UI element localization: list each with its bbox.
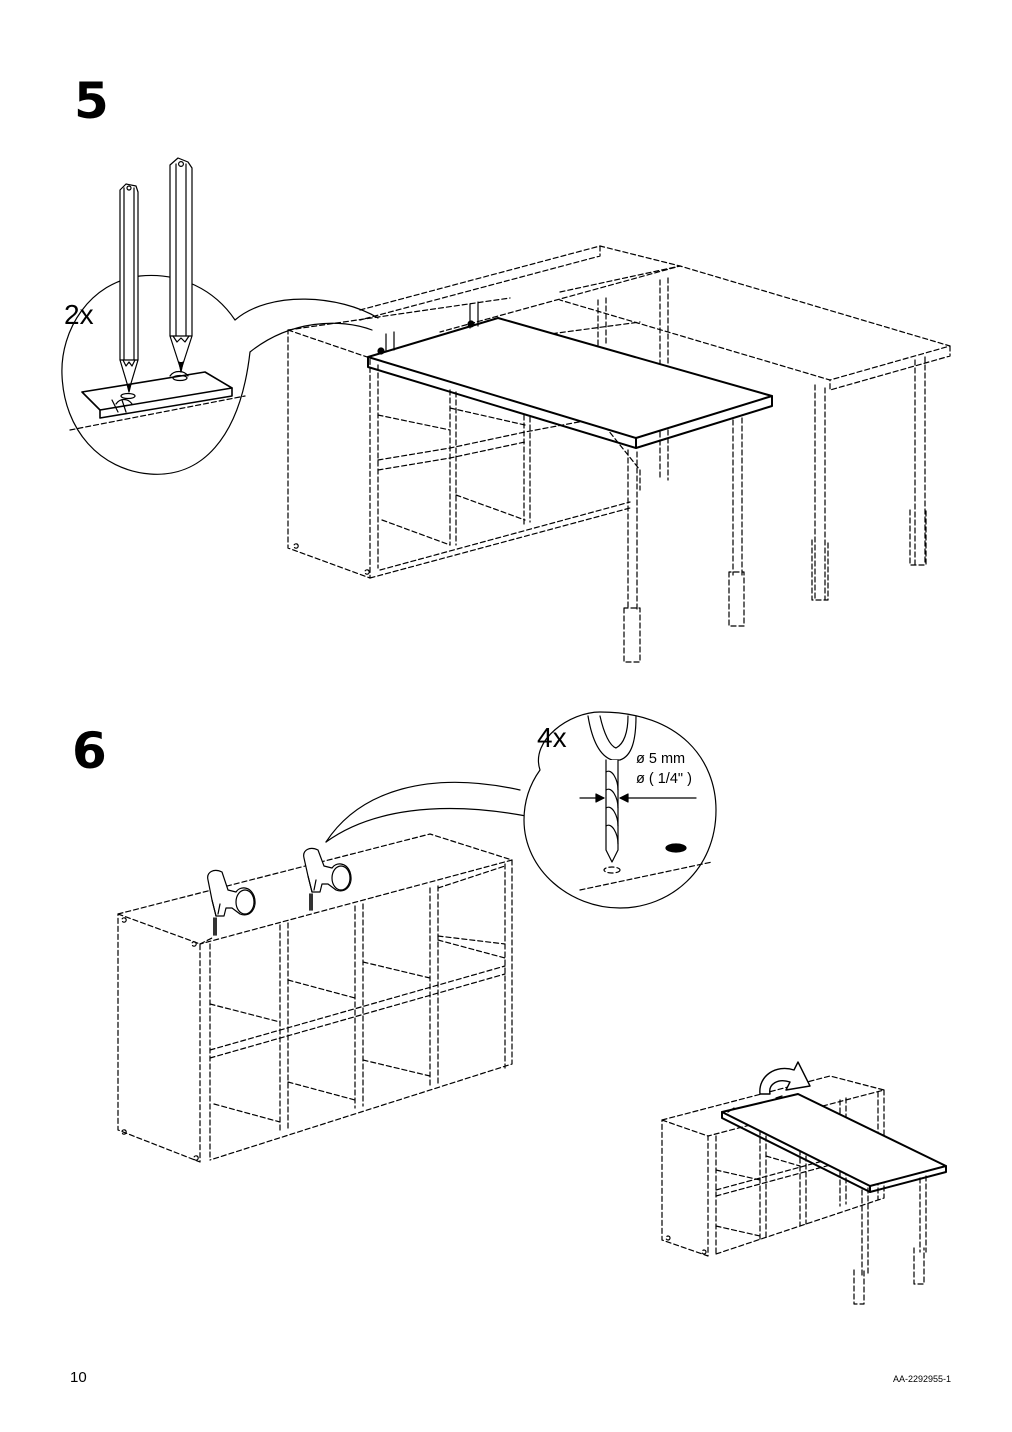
pencil-icon (119, 157, 193, 393)
flip-arrow-icon (759, 1061, 811, 1095)
page-number: 10 (70, 1369, 87, 1386)
drill-icon (207, 847, 352, 936)
shelf-unit-illustration (117, 833, 513, 1163)
step-number-6: 6 (72, 722, 107, 780)
small-desk-illustration (661, 1075, 947, 1305)
drill-quantity-label: 4x (537, 722, 567, 753)
magnifier-detail-callout (61, 274, 379, 475)
drill-size-imperial: ø ( 1/4" ) (636, 771, 692, 787)
drill-size-metric: ø 5 mm (636, 751, 686, 767)
drill-bit-detail-callout (325, 711, 717, 909)
document-id: AA-2292955-1 (893, 1374, 952, 1384)
step-number-5: 5 (74, 72, 109, 130)
pencil-quantity-label: 2x (64, 299, 94, 330)
desk-panel-illustration (287, 245, 951, 663)
